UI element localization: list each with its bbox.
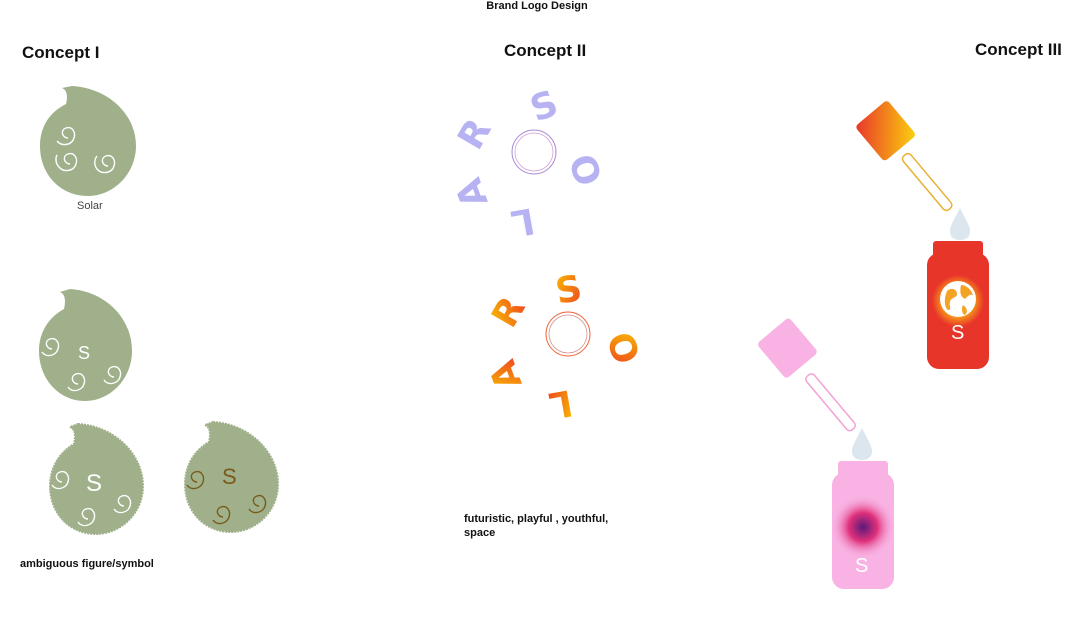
ring-letter-a: A [448,173,496,213]
solar-label: Solar [77,200,103,212]
pink-dropper-icon [758,318,872,460]
ring-letter-o: O [560,149,609,192]
red-bottle-globe-logo [927,241,989,369]
gradient-letter-s: S [552,268,585,313]
gradient-letter-l: L [546,381,576,425]
concept-2-title: Concept II [504,41,587,60]
solar-s-letter-2: S [86,470,103,497]
ring-letter-l: L [508,199,538,243]
solar-logo-rough-brown [183,420,280,534]
red-dropper-icon [856,101,970,240]
board-title: Brand Logo Design [486,0,588,12]
concept-3-title: Concept III [975,40,1062,59]
concept-2-caption-line-2: space [464,527,496,539]
gradient-letter-o: O [598,327,647,370]
solar-ring-logo-lavender: S O L A R [448,83,608,243]
ring-letter-s: S [525,83,563,130]
solar-logo-s-variant [39,289,132,401]
solar-ring-logo-gradient: S O L A R [482,268,646,426]
solar-s-letter-3: S [222,464,237,489]
gradient-letter-a: A [482,355,530,395]
ring-letter-r: R [450,112,499,157]
concept-1-caption: ambiguous figure/symbol [20,558,154,570]
pink-bottle-letter: S [855,555,869,577]
pink-bottle-logo [831,461,895,589]
concept-1-title: Concept I [22,43,100,62]
solar-logo-rough-white [48,422,145,536]
gradient-letter-r: R [484,290,533,335]
red-bottle-letter: S [951,322,965,344]
concept-2-caption-line-1: futuristic, playful , youthful, [464,513,609,525]
solar-s-letter-1: S [78,343,91,363]
solar-logo-primary [40,86,136,196]
